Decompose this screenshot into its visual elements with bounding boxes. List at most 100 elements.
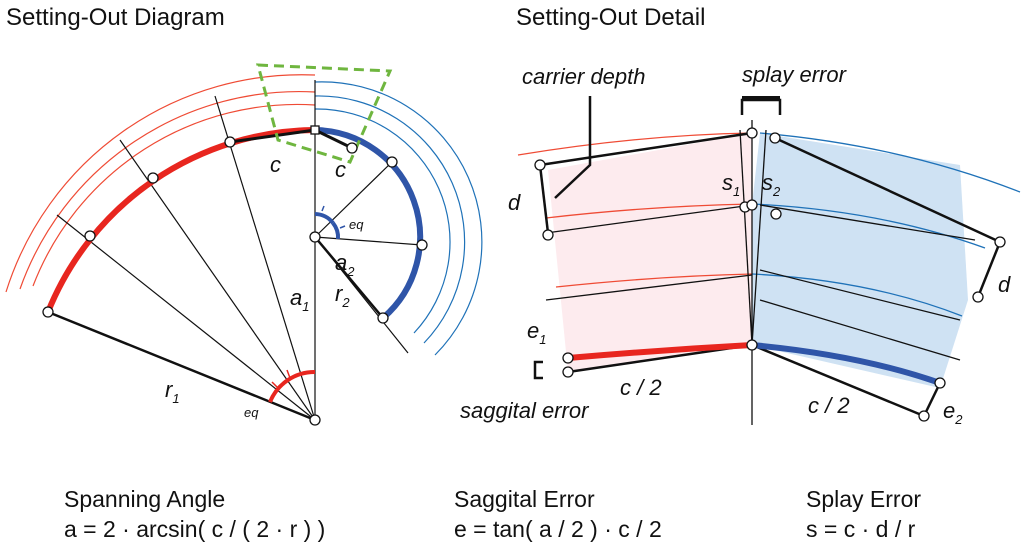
spanning-angle-formula: a = 2 · arcsin( c / ( 2 · r ) ): [64, 516, 326, 542]
label-d-right: d: [998, 272, 1011, 297]
chord-c-right: [314, 128, 353, 150]
blue-panel: [752, 133, 968, 388]
red-carrier-arcs: [5, 74, 316, 293]
blue-arc-1: [314, 81, 483, 356]
red-arc-1: [5, 74, 316, 293]
label-eq-bottom: eq: [244, 405, 259, 420]
label-eq-top: eq: [349, 217, 364, 232]
node: [918, 410, 930, 422]
eq-tick: [286, 369, 291, 379]
node: [972, 291, 984, 303]
blue-layer-line: [759, 132, 1021, 193]
carrier-depth-leader: [554, 96, 592, 199]
red-layer-lines: [517, 132, 753, 288]
label-a1: a1: [290, 285, 309, 314]
splay-error-formula: s = c · d / r: [806, 516, 916, 542]
saggital-error-title: Saggital Error: [454, 486, 595, 512]
red-arc-2: [19, 90, 316, 290]
eq-tick: [321, 205, 325, 212]
label-e1: e1: [527, 318, 546, 347]
label-splay-error: splay error: [742, 62, 848, 87]
splay-line: [739, 129, 753, 346]
d-right-edge: [976, 241, 1002, 298]
node: [224, 136, 236, 148]
splay-error-bar: [742, 96, 780, 101]
label-r1: r1: [165, 377, 180, 406]
label-carrier-depth: carrier depth: [522, 64, 646, 89]
radial-line: [314, 236, 423, 246]
detail-nodes: [534, 127, 1006, 422]
node: [377, 312, 389, 324]
blue-arc-r2: [314, 127, 424, 321]
carrier-line: [759, 269, 961, 321]
node: [346, 142, 358, 154]
nodes: [42, 136, 428, 426]
red-layer-line: [555, 273, 753, 288]
node: [769, 132, 781, 144]
red-layer-line: [517, 132, 753, 156]
node: [746, 127, 758, 139]
node: [147, 172, 159, 184]
splay-error-bracket: [740, 98, 782, 115]
blue-layer-lines: [751, 132, 1021, 317]
red-layer-line: [545, 203, 753, 219]
top-chord-right: [774, 136, 1001, 244]
label-c-right: c: [335, 157, 346, 182]
e2-edge: [922, 382, 942, 417]
node: [534, 159, 546, 171]
blue-arc-3: [314, 108, 451, 334]
node: [746, 199, 758, 211]
detail-thick-lines: [538, 96, 1002, 418]
splay-error-title: Splay Error: [806, 486, 922, 512]
blue-layer-line: [751, 273, 963, 317]
radial-line: [214, 95, 316, 421]
blue-arc-segment: [751, 342, 941, 386]
detail-frame-dashed: [256, 63, 393, 164]
node: [542, 229, 554, 241]
radius-r2: [314, 236, 384, 319]
red-arc-3: [32, 103, 316, 287]
carrier-line: [545, 274, 753, 301]
label-s2: s2: [762, 170, 781, 199]
label-s1: s1: [722, 170, 740, 199]
spanning-angle-title: Spanning Angle: [64, 486, 226, 512]
chord-c-left: [229, 128, 316, 144]
node: [562, 366, 574, 378]
node: [84, 230, 96, 242]
carrier-line: [759, 299, 961, 361]
radial-line: [314, 161, 393, 238]
blue-layer-line: [751, 203, 986, 249]
label-r2: r2: [335, 281, 350, 310]
eq-tick: [271, 381, 279, 389]
saggital-bracket: [533, 360, 543, 380]
node: [770, 208, 782, 220]
label-c-half-left: c / 2: [620, 375, 662, 400]
d-left-edge: [538, 164, 550, 234]
eq-tick: [339, 225, 346, 229]
splay-line: [751, 129, 767, 346]
detail-structure: [545, 120, 976, 425]
red-arc-segment: [567, 342, 753, 361]
node: [562, 352, 574, 364]
label-c-half-right: c / 2: [808, 393, 850, 418]
radial-line: [119, 139, 316, 421]
chord-half-right: [751, 343, 925, 418]
pink-panel: [548, 133, 752, 372]
setting-out-detail-title: Setting-Out Detail: [516, 4, 706, 31]
eq-angle-arc-blue: [314, 212, 335, 225]
saggital-error-formula: e = tan( a / 2 ) · c / 2: [454, 516, 662, 542]
carrier-line: [759, 204, 976, 241]
node: [416, 239, 428, 251]
label-a2: a2: [335, 250, 355, 279]
radial-line: [56, 214, 316, 421]
setting-out-diagram: c c eq eq a1 a2 r2 r1: [5, 63, 483, 426]
node: [309, 414, 321, 426]
junction-square: [310, 125, 320, 135]
top-chord-left: [539, 131, 753, 167]
label-c-left: c: [270, 152, 281, 177]
setting-out-detail: carrier depth splay error d d s1 s2 e1 e…: [460, 62, 1021, 427]
radius-r1-thick: [47, 310, 316, 422]
eq-angle-arc-red: [268, 369, 316, 403]
